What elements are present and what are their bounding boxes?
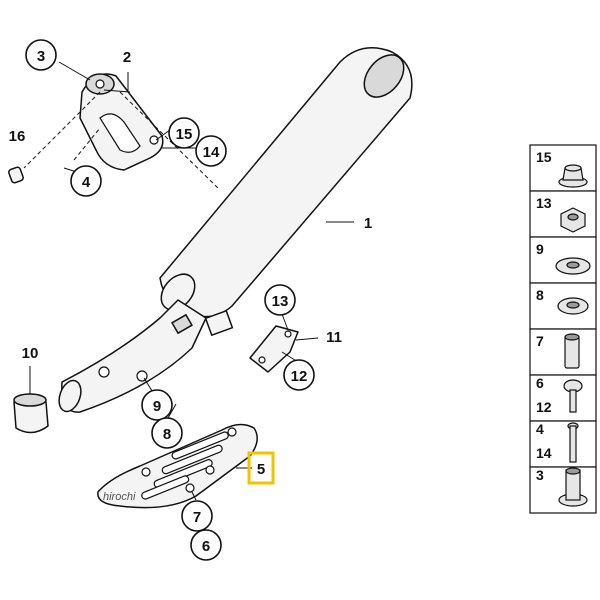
muffler-part [159, 47, 413, 318]
callout-16[interactable]: 16 [9, 128, 26, 145]
callout-9[interactable]: 9 [141, 389, 173, 421]
sidebar-row-4-14[interactable]: 4 14 [529, 420, 597, 468]
sidebar-label-15: 15 [536, 149, 552, 165]
callout-5[interactable]: 5 [247, 451, 275, 485]
callout-10[interactable]: 10 [22, 345, 39, 362]
sidebar-row-6-12[interactable]: 6 12 [529, 374, 597, 422]
callout-6[interactable]: 6 [190, 529, 222, 561]
callout-15-label: 15 [176, 126, 193, 143]
callout-14-label: 14 [203, 144, 220, 161]
parts-sidebar: 15 13 9 8 [529, 144, 597, 514]
spacer-sleeve-icon [564, 333, 580, 369]
holder-bracket-part [79, 73, 164, 171]
long-bolt-icon [567, 422, 579, 463]
sidebar-label-13: 13 [536, 195, 552, 211]
callout-2[interactable]: 2 [123, 49, 131, 66]
callout-14[interactable]: 14 [195, 135, 227, 167]
sidebar-label-7: 7 [536, 333, 544, 349]
callout-6-label: 6 [202, 538, 210, 555]
washer-icon [555, 257, 591, 275]
callout-11-label: 11 [326, 329, 342, 346]
hex-nut-icon [560, 207, 586, 233]
shouldered-bolt-icon [558, 467, 588, 507]
sidebar-row-7[interactable]: 7 [529, 328, 597, 376]
callout-16-label: 16 [9, 128, 26, 145]
sidebar-label-6: 6 [536, 375, 544, 391]
sidebar-label-8: 8 [536, 287, 544, 303]
button-head-screw-icon [563, 379, 583, 413]
sidebar-row-3[interactable]: 3 [529, 466, 597, 514]
callout-4-label: 4 [82, 174, 91, 191]
sidebar-label-3: 3 [536, 467, 544, 483]
callout-3[interactable]: 3 [25, 39, 57, 71]
sidebar-label-14: 14 [536, 445, 552, 461]
callout-7-label: 7 [193, 509, 201, 526]
small-bracket-part [249, 325, 299, 373]
nut-flange-icon [558, 164, 588, 188]
callout-8[interactable]: 8 [151, 417, 183, 449]
sidebar-label-12: 12 [536, 399, 552, 415]
sidebar-row-9[interactable]: 9 [529, 236, 597, 284]
washer-icon [557, 297, 589, 315]
heat-shield-part [97, 423, 258, 509]
callout-1[interactable]: 1 [364, 215, 372, 232]
clamp-part [13, 393, 49, 434]
callout-13[interactable]: 13 [264, 284, 296, 316]
callout-9-label: 9 [153, 398, 161, 415]
sidebar-label-4: 4 [536, 421, 544, 437]
callout-2-label: 2 [123, 49, 131, 66]
sidebar-label-9: 9 [536, 241, 544, 257]
callout-11[interactable]: 11 [326, 329, 342, 346]
sidebar-row-8[interactable]: 8 [529, 282, 597, 330]
link-pipe-part [58, 299, 234, 413]
watermark-text: hirochi [103, 491, 136, 503]
callout-13-label: 13 [272, 293, 289, 310]
sidebar-row-13[interactable]: 13 [529, 190, 597, 238]
callout-5-label: 5 [257, 461, 265, 478]
callout-12-label: 12 [291, 368, 308, 385]
callout-10-label: 10 [22, 345, 39, 362]
callout-15[interactable]: 15 [168, 117, 200, 149]
pin-part [8, 166, 24, 184]
callout-8-label: 8 [163, 426, 171, 443]
callout-3-label: 3 [37, 48, 45, 65]
callout-12[interactable]: 12 [283, 359, 315, 391]
sidebar-row-15[interactable]: 15 [529, 144, 597, 192]
callout-4[interactable]: 4 [70, 165, 102, 197]
callout-7[interactable]: 7 [181, 500, 213, 532]
highlight-box [247, 451, 275, 485]
callout-1-label: 1 [364, 215, 372, 232]
